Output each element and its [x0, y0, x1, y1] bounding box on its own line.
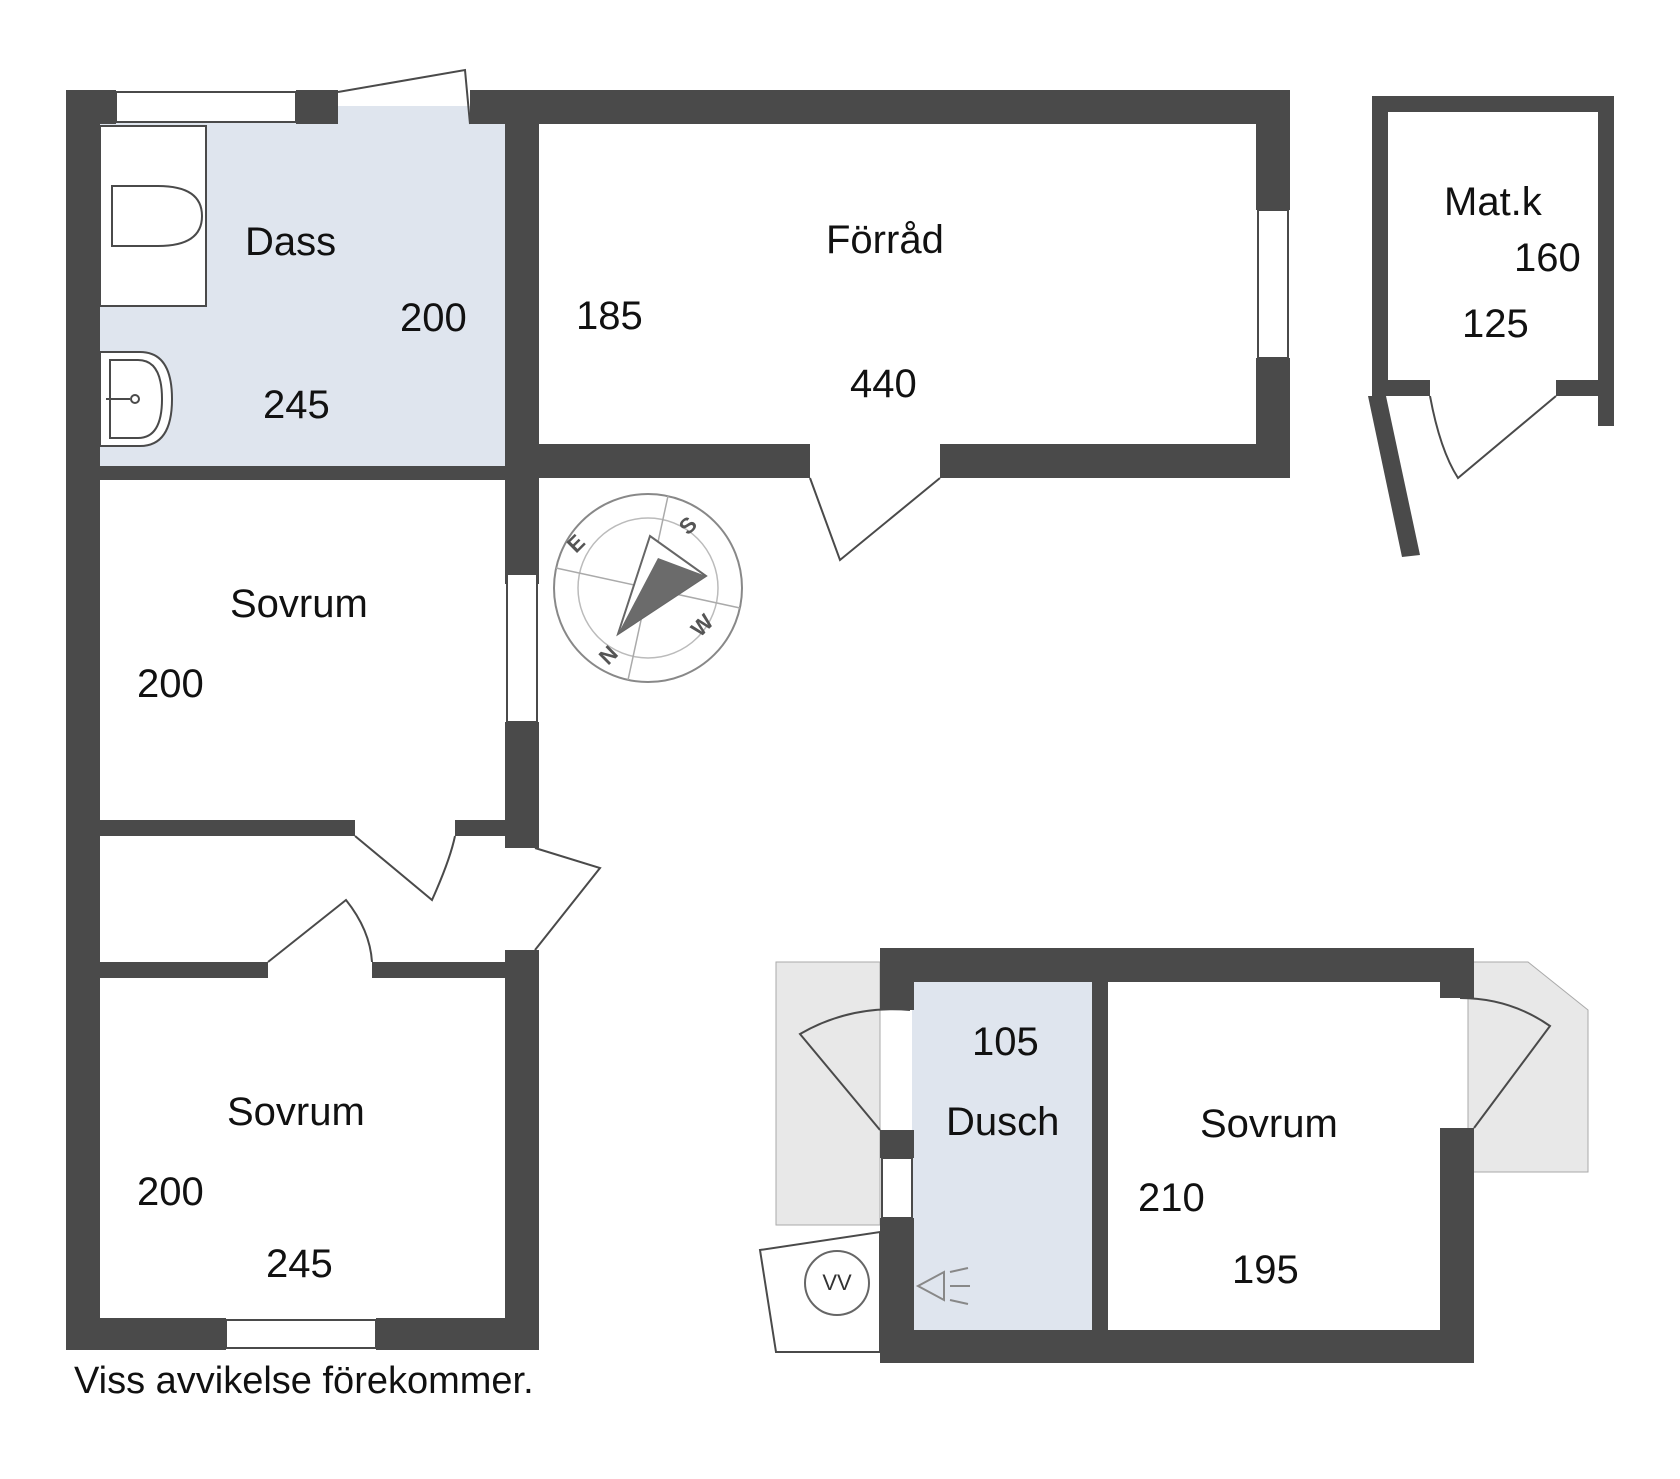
sink-icon	[99, 351, 174, 447]
compass-s: S	[674, 511, 702, 539]
room-dim-dass-2: 245	[263, 383, 330, 427]
compass-n: N	[594, 641, 623, 670]
doors	[267, 68, 1557, 1131]
room-dim-sovrum-2-2: 245	[266, 1242, 333, 1286]
room-label-sovrum-1: Sovrum	[230, 582, 368, 626]
room-dim-matk-2: 125	[1462, 302, 1529, 346]
windows	[115, 91, 1289, 1349]
room-label-forrad: Förråd	[826, 218, 944, 262]
terrace-right	[1467, 961, 1589, 1173]
room-dim-sovrum-3-1: 210	[1138, 1176, 1205, 1220]
walls	[66, 90, 1614, 1363]
room-label-dusch: Dusch	[946, 1100, 1060, 1144]
room-dim-dass-1: 200	[400, 296, 467, 340]
room-label-matk: Mat.k	[1444, 180, 1542, 224]
dusch-floor	[912, 980, 1092, 1330]
room-dim-forrad-1: 185	[576, 294, 643, 338]
room-label-sovrum-3: Sovrum	[1200, 1102, 1338, 1146]
shower-icon	[915, 1267, 970, 1305]
compass-e: E	[562, 529, 590, 557]
room-dim-sovrum-3-2: 195	[1232, 1248, 1299, 1292]
room-dim-sovrum-2-1: 200	[137, 1170, 204, 1214]
disclaimer: Viss avvikelse förekommer.	[74, 1360, 534, 1402]
room-dim-sovrum-1: 200	[137, 662, 204, 706]
compass-icon: N S E W	[553, 493, 743, 683]
toilet-icon	[99, 125, 207, 307]
room-dim-forrad-2: 440	[850, 362, 917, 406]
room-label-dass: Dass	[245, 220, 337, 264]
room-label-sovrum-2: Sovrum	[227, 1090, 365, 1134]
terrace-left	[775, 961, 881, 1226]
room-dim-dusch: 105	[972, 1020, 1039, 1064]
water-heater-icon: VV	[804, 1250, 870, 1316]
room-dim-matk-1: 160	[1514, 236, 1581, 280]
